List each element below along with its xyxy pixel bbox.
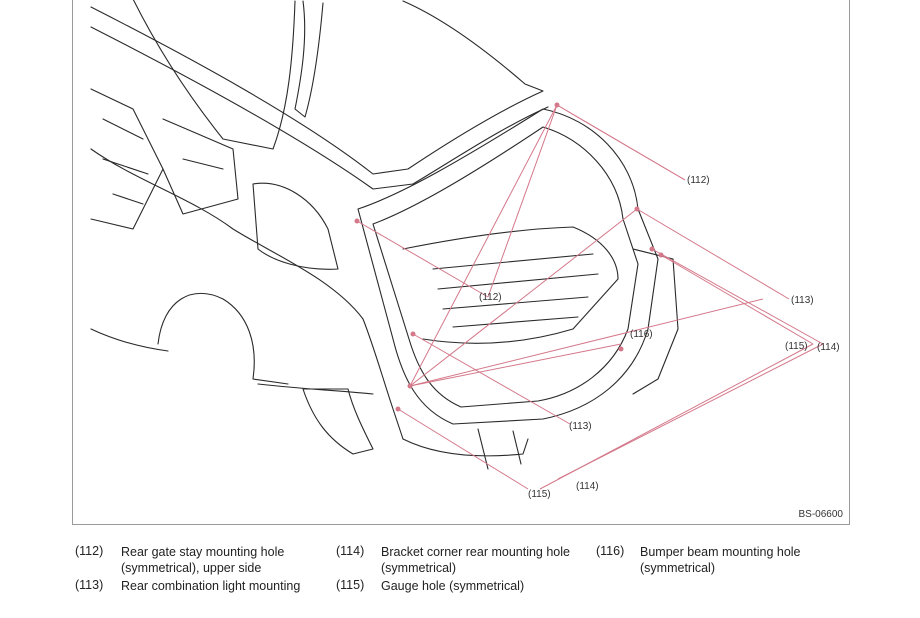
legend-text-113: Rear combination light mounting	[121, 579, 301, 593]
upper-pillar	[294, 0, 324, 118]
inner-panel	[162, 118, 239, 215]
callout-113-lower: (113)	[569, 421, 592, 432]
legend-text-116: Bumper beam mounting hole (symmetrical)	[640, 545, 801, 575]
diagram-frame: (112) (112) (113) (113) (114) (114) (115…	[72, 0, 850, 525]
rear-floor	[402, 226, 619, 344]
callout-115-lower: (115)	[528, 489, 551, 500]
tailgate-inner	[372, 126, 639, 408]
vehicle-body-drawing	[90, 0, 824, 490]
roof-outline	[90, 0, 544, 175]
legend-num-116: (116)	[596, 544, 625, 558]
floor-ribs	[432, 253, 599, 328]
tailgate-opening	[357, 108, 659, 425]
legend-row-2: (113) Rear combination light mounting (1…	[0, 578, 920, 618]
callout-114-lower: (114)	[576, 481, 599, 492]
lower-sill	[90, 328, 374, 395]
legend-text-112: Rear gate stay mounting hole (symmetrica…	[121, 545, 285, 575]
wheel-arch	[157, 292, 289, 385]
interior-frame	[90, 88, 164, 230]
legend-num-112: (112)	[75, 544, 104, 558]
rear-panel	[302, 388, 374, 455]
quarter-window	[252, 182, 339, 270]
roof-rail	[90, 26, 549, 190]
rear-quarter	[90, 148, 404, 440]
legend-text-115: Gauge hole (symmetrical)	[381, 579, 525, 593]
callout-112-lower: (112)	[479, 292, 502, 303]
legend-num-113: (113)	[75, 578, 104, 592]
callout-115-right: (115)	[785, 341, 808, 352]
window-opening	[132, 0, 296, 150]
callout-113-right: (113)	[791, 295, 814, 306]
figure-id: BS-06600	[798, 509, 843, 520]
callout-114-right: (114)	[817, 342, 840, 353]
legend-text-114: Bracket corner rear mounting hole (symme…	[381, 545, 570, 575]
legend-num-114: (114)	[336, 544, 365, 558]
callout-116: (116)	[630, 329, 653, 340]
bumper-area	[402, 428, 529, 470]
callout-112-upper: (112)	[687, 175, 710, 186]
legend-row-1: (112) Rear gate stay mounting hole (symm…	[0, 544, 920, 584]
legend-num-115: (115)	[336, 578, 365, 592]
